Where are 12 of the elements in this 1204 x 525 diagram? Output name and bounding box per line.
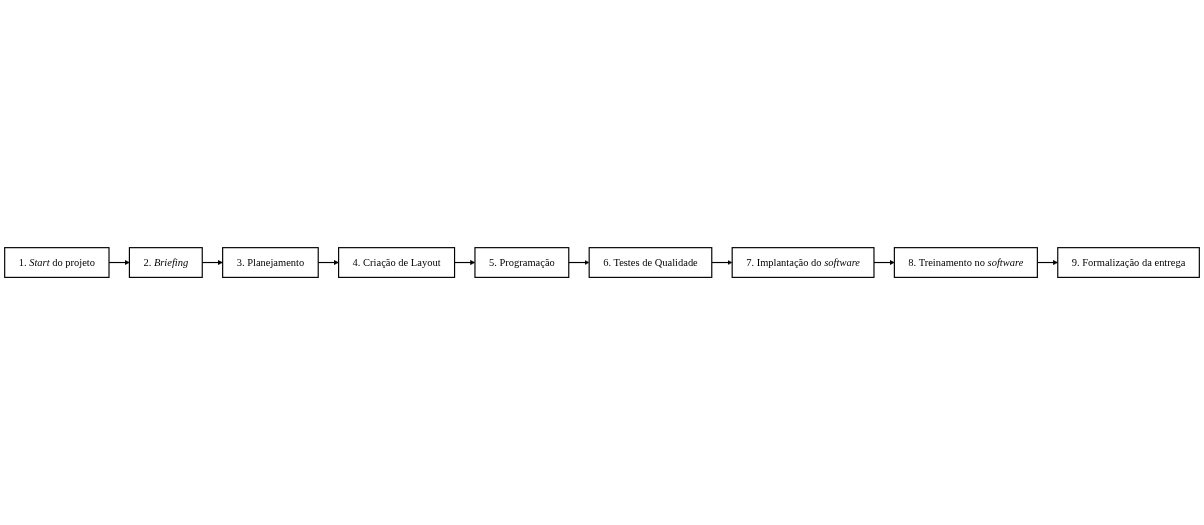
node-box: 8. Treinamento no software: [893, 247, 1038, 278]
node-box: 3. Planejamento: [222, 247, 319, 278]
node-box: 4. Criação de Layout: [338, 247, 456, 278]
node-box: 5. Programação: [474, 247, 570, 278]
arrow: [711, 259, 733, 266]
arrow: [873, 259, 895, 266]
arrow: [568, 259, 590, 266]
node-box: 9. Formalização da entrega: [1057, 247, 1200, 278]
node-box: 7. Implantação do software: [731, 247, 875, 278]
node-box: 2. Briefing: [128, 247, 203, 278]
node-box: 1. Start do projeto: [4, 247, 110, 278]
node-box: 6. Testes de Qualidade: [588, 247, 713, 278]
